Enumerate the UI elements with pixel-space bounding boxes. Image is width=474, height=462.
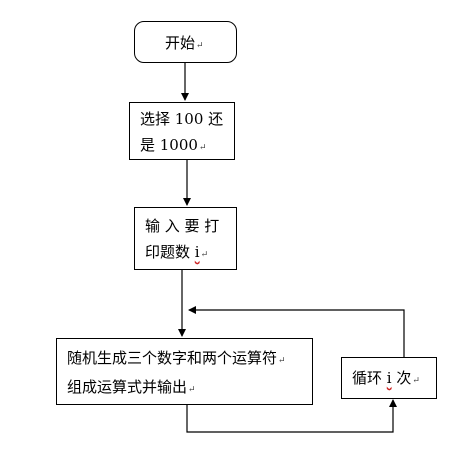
- paragraph-mark-icon: ↵: [188, 385, 196, 395]
- generate-expression-line-1: 随机生成三个数字和两个运算符: [67, 349, 278, 367]
- choose-range-line-2: 是 1000: [140, 136, 198, 154]
- generate-expression-node: 随机生成三个数字和两个运算符↵ 组成运算式并输出↵: [56, 338, 313, 405]
- input-count-line-2: 印题数: [145, 243, 195, 261]
- paragraph-mark-icon: ↵: [200, 250, 209, 260]
- choose-range-node: 选择 100 还 是 1000↵: [129, 102, 235, 160]
- paragraph-mark-icon: ↵: [278, 356, 286, 366]
- input-count-line-1: 输 入 要 打: [145, 217, 220, 235]
- loop-label-prefix: 循环: [352, 369, 387, 387]
- start-node: 开始↵: [134, 21, 237, 63]
- generate-expression-line-2: 组成运算式并输出: [67, 378, 188, 396]
- paragraph-mark-icon: ↵: [196, 41, 204, 51]
- paragraph-mark-icon: ↵: [198, 143, 207, 153]
- loop-label-suffix: 次: [391, 369, 412, 387]
- choose-range-line-1: 选择 100 还: [140, 110, 224, 128]
- input-count-variable: i: [194, 243, 200, 261]
- start-node-label: 开始: [165, 34, 196, 52]
- loop-node: 循环 i 次↵: [341, 357, 437, 399]
- input-count-node: 输 入 要 打 印题数 i↵: [134, 207, 237, 270]
- loop-variable: i: [386, 369, 392, 387]
- connector-generate-to-loop: [186, 399, 397, 433]
- paragraph-mark-icon: ↵: [412, 376, 420, 386]
- arrow-loop-back: [188, 306, 405, 357]
